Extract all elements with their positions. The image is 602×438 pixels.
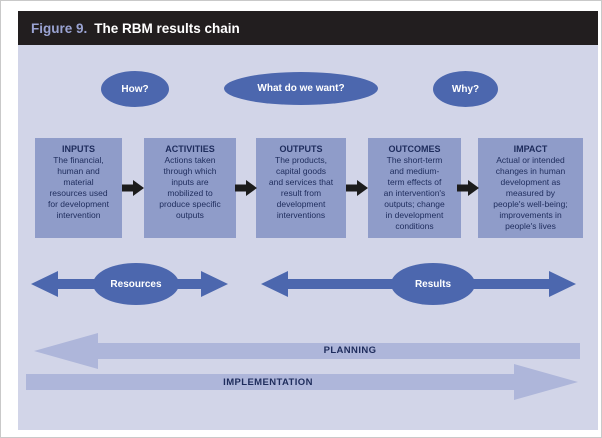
chain-box-impact: IMPACT Actual or intended changes in hum… (478, 138, 583, 238)
implementation-arrow-icon (26, 364, 578, 400)
resources-oval: Resources (93, 263, 179, 305)
chain-box-description: The financial, human and material resour… (48, 155, 109, 220)
results-label: Results (414, 278, 452, 290)
chain-box-title: ACTIVITIES (165, 144, 215, 154)
chain-box-description: Actual or intended changes in human deve… (493, 155, 568, 231)
chain-box-title: OUTCOMES (388, 144, 441, 154)
chain-box-description: The short-term and medium- term effects … (383, 155, 446, 231)
question-why-label: Why? (451, 83, 480, 95)
figure-title: The RBM results chain (94, 20, 240, 36)
flow-arrow-icon (457, 180, 479, 196)
implementation-label: IMPLEMENTATION (223, 377, 313, 388)
question-oval-what-do-we-want: What do we want? (224, 72, 378, 105)
chain-box-description: Actions taken through which inputs are m… (159, 155, 221, 220)
planning-label: PLANNING (323, 345, 377, 356)
question-oval-why: Why? (433, 71, 498, 107)
chain-box-title: IMPACT (513, 144, 548, 154)
flow-arrow-icon (122, 180, 144, 196)
chain-box-activities: ACTIVITIES Actions taken through which i… (144, 138, 236, 238)
question-how-label: How? (121, 83, 149, 95)
figure-number-label: Figure 9. (31, 20, 88, 36)
question-what-label: What do we want? (257, 83, 345, 94)
chain-box-inputs: INPUTS The financial, human and material… (35, 138, 122, 238)
chain-box-description: The products, capital goods and services… (268, 155, 334, 220)
results-oval: Results (391, 263, 475, 305)
figure-header: Figure 9. The RBM results chain (18, 11, 598, 45)
flow-arrow-icon (346, 180, 368, 196)
flow-arrow-icon (235, 180, 257, 196)
planning-arrow-icon (34, 333, 580, 369)
question-oval-how: How? (101, 71, 169, 107)
chain-box-outputs: OUTPUTS The products, capital goods and … (256, 138, 346, 238)
chain-box-title: OUTPUTS (279, 144, 323, 154)
chain-box-outcomes: OUTCOMES The short-term and medium- term… (368, 138, 461, 238)
resources-label: Resources (110, 278, 162, 290)
chain-box-title: INPUTS (61, 144, 95, 154)
diagram-panel: How? What do we want? Why? INPUTS The fi… (18, 45, 598, 430)
